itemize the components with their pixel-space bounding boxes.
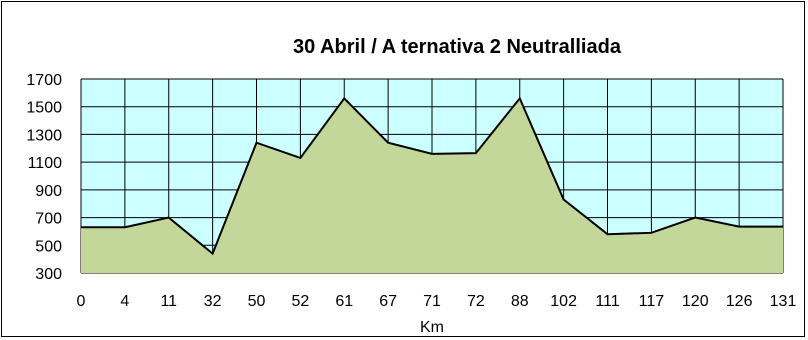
x-tick-label: 102 [550, 293, 577, 310]
y-tick-label: 300 [35, 266, 62, 283]
y-tick-label: 500 [35, 238, 62, 255]
y-tick-label: 1100 [28, 155, 63, 172]
elevation-area [81, 98, 783, 274]
y-tick-label: 1300 [26, 127, 62, 144]
x-tick-label: 72 [467, 293, 485, 310]
x-tick-label: 50 [248, 293, 266, 310]
x-tick-label: 67 [379, 293, 397, 310]
x-tick-label: 52 [291, 293, 309, 310]
y-tick-label: 700 [35, 211, 62, 228]
x-tick-label: 126 [726, 293, 753, 310]
y-tick-label: 1700 [26, 72, 62, 89]
x-axis-ticks: 0 4 11 32 50 52 61 67 71 72 88 102 111 117 120 126 131 [77, 293, 797, 310]
y-tick-label: 900 [35, 183, 62, 200]
x-tick-label: 88 [511, 293, 529, 310]
x-tick-label: 117 [639, 293, 665, 310]
x-tick-label: 11 [160, 293, 177, 310]
y-tick-label: 1500 [26, 100, 62, 117]
x-tick-label: 111 [595, 293, 619, 310]
x-tick-label: 0 [77, 293, 86, 310]
x-tick-label: 32 [204, 293, 222, 310]
x-tick-label: 131 [770, 293, 797, 310]
chart-title: 30 Abril / A ternativa 2 Neutralliada [293, 36, 622, 58]
x-tick-label: 120 [682, 293, 709, 310]
x-tick-label: 4 [120, 293, 129, 310]
y-axis-ticks: 300 500 700 900 1100 1300 1500 1700 [26, 72, 62, 283]
elevation-line [81, 96, 783, 256]
x-tick-label: 71 [423, 293, 441, 310]
x-tick-label: 61 [335, 293, 353, 310]
x-axis-label: Km [420, 319, 444, 336]
